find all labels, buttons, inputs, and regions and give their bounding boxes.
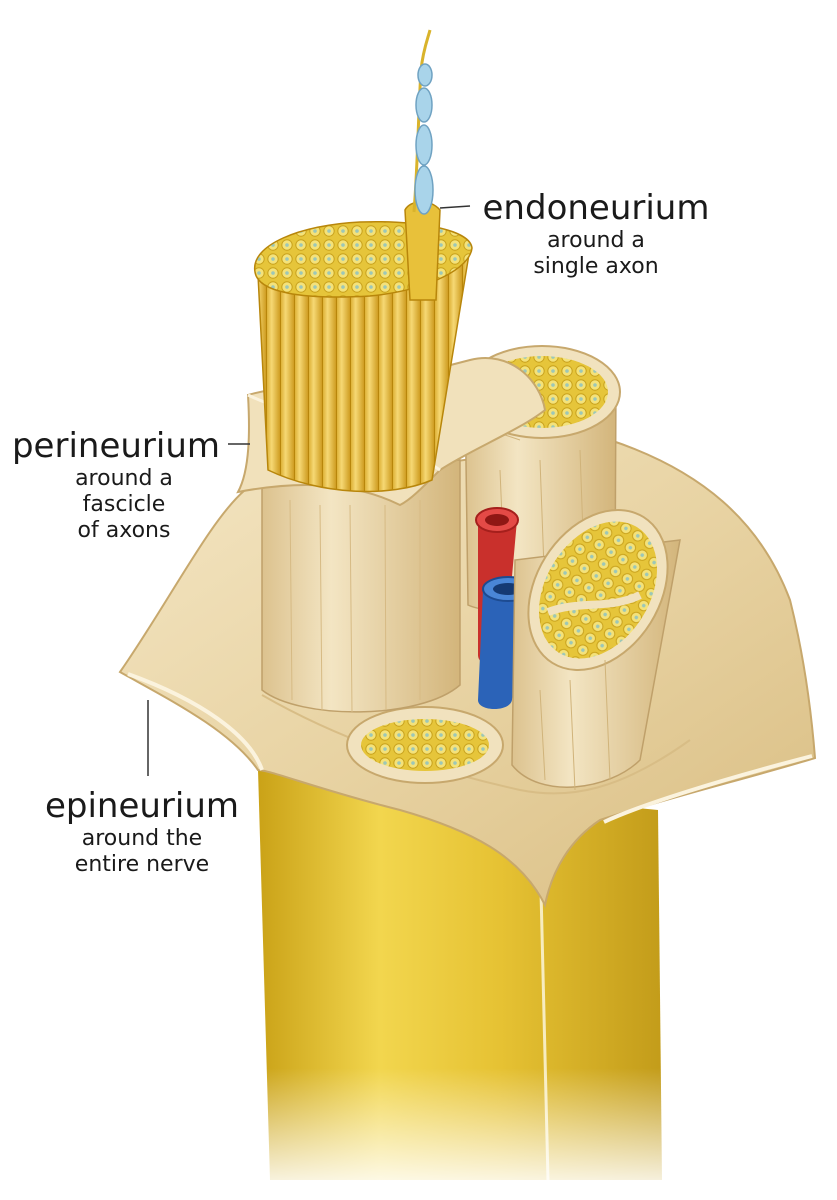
single-axon [404, 29, 441, 301]
epineurium-desc-line-1: around the [81, 826, 203, 852]
endoneurium-leader [439, 205, 471, 209]
endoneurium-desc-line-1: around a [547, 228, 645, 254]
label-epineurium: epineurium around the entire nerve [26, 786, 258, 878]
perineurium-term: perineurium [11, 426, 221, 466]
endoneurium-desc-line-2: single axon [533, 254, 659, 280]
epineurium-desc-line-2: entire nerve [74, 852, 210, 878]
nerve-trunk [250, 760, 670, 1200]
fascicle-small-bottom [346, 706, 504, 784]
perineurium-desc-line-3: of axons [77, 518, 171, 544]
label-perineurium: perineurium around a fascicle of axons [8, 426, 224, 544]
perineurium-desc-line-1: around a [75, 466, 173, 492]
epineurium-term: epineurium [44, 786, 240, 826]
label-endoneurium: endoneurium around a single axon [478, 188, 714, 280]
leader-lines [147, 205, 471, 776]
endoneurium-term: endoneurium [482, 188, 710, 228]
fascicle-front-right [511, 509, 681, 791]
perineurium-desc-line-2: fascicle [82, 492, 166, 518]
